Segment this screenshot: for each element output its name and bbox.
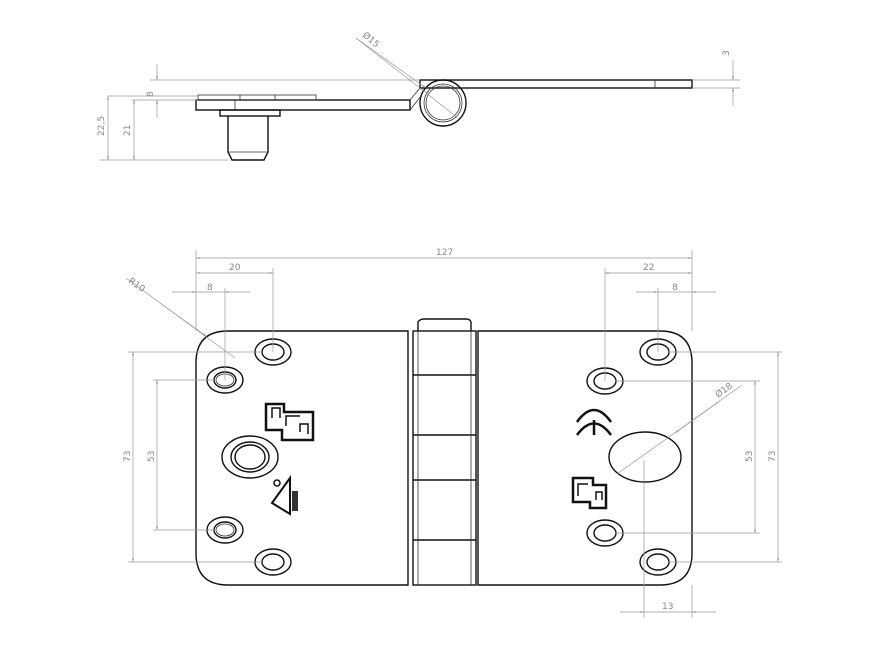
right-leaf-side bbox=[419, 79, 693, 89]
dim-3: 3 bbox=[722, 50, 732, 56]
dim-8-side: 8 bbox=[146, 91, 156, 97]
dim-22-5: 22,5 bbox=[97, 116, 107, 136]
dim-r10: R10 bbox=[126, 276, 146, 295]
dim-21: 21 bbox=[123, 125, 133, 136]
triangle-symbol bbox=[270, 474, 298, 516]
dim-8-left: 8 bbox=[207, 283, 213, 293]
side-view: 22,5 21 8 3 Ø15 bbox=[97, 30, 740, 161]
right-holes bbox=[586, 338, 682, 576]
dim-73-right: 73 bbox=[768, 451, 778, 462]
dim-53-left: 53 bbox=[147, 451, 157, 462]
dim-73-left: 73 bbox=[123, 451, 133, 462]
big-hole bbox=[608, 431, 682, 483]
dim-20: 20 bbox=[229, 263, 241, 273]
left-leaf bbox=[195, 330, 409, 586]
stem bbox=[227, 116, 269, 161]
knuckle bbox=[412, 318, 477, 586]
left-holes bbox=[206, 338, 292, 576]
dim-53-right: 53 bbox=[745, 451, 755, 462]
right-leaf bbox=[477, 330, 693, 586]
dim-127: 127 bbox=[436, 248, 453, 258]
dim-d15: Ø15 bbox=[360, 30, 381, 50]
left-leaf-side bbox=[195, 99, 411, 111]
knuckle-side bbox=[419, 79, 467, 127]
dim-13: 13 bbox=[662, 602, 673, 612]
dim-8-right: 8 bbox=[672, 283, 678, 293]
logo-mark-left bbox=[264, 402, 315, 442]
arc-symbol bbox=[575, 408, 613, 436]
dim-22: 22 bbox=[643, 263, 654, 273]
front-view: 127 20 8 22 8 R10 73 53 53 73 Ø18 13 bbox=[123, 248, 782, 618]
logo-mark-right bbox=[571, 476, 608, 510]
